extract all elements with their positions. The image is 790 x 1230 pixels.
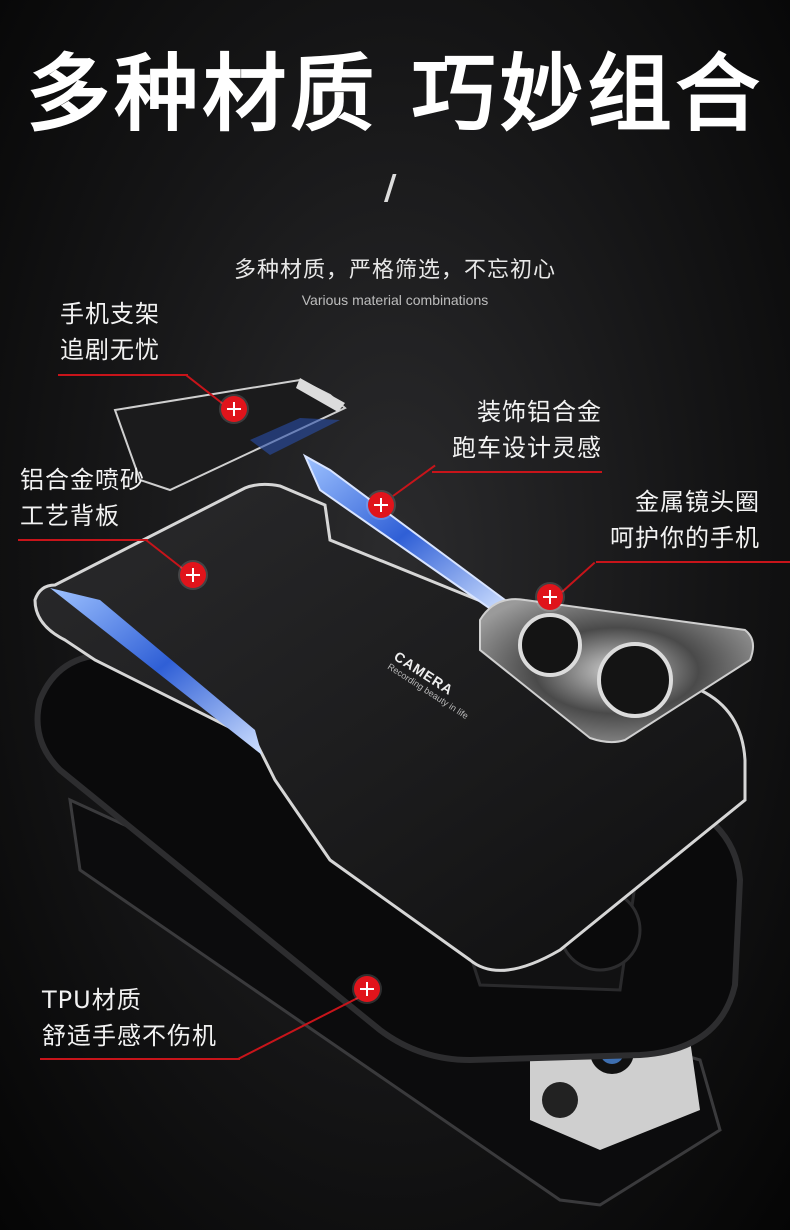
callout-lens-ring: 金属镜头圈 呵护你的手机 xyxy=(580,484,760,556)
callout-tpu-line1: TPU材质 xyxy=(42,986,142,1014)
callout-trim-marker xyxy=(368,492,394,518)
callout-lens-ring-line2: 呵护你的手机 xyxy=(610,524,760,552)
callout-stand: 手机支架 追剧无忧 xyxy=(60,296,160,368)
callout-stand-marker xyxy=(221,396,247,422)
callout-lens-ring-marker xyxy=(537,584,563,610)
callout-trim-line xyxy=(432,471,602,473)
callout-back-marker xyxy=(180,562,206,588)
subtitle-english: Various material combinations xyxy=(301,292,489,308)
callout-tpu: TPU材质 舒适手感不伤机 xyxy=(42,982,217,1054)
page-title: 多种材质 巧妙组合 xyxy=(26,45,764,143)
callout-tpu-line xyxy=(40,1058,240,1060)
phone-stand xyxy=(113,378,347,492)
callout-trim-line2: 跑车设计灵感 xyxy=(452,434,602,462)
callout-back-line2: 工艺背板 xyxy=(20,502,120,530)
callout-back-line xyxy=(18,539,148,541)
callout-lens-ring-line xyxy=(596,561,790,563)
metal-lens-ring xyxy=(479,598,755,744)
callout-stand-line2: 追剧无忧 xyxy=(60,336,160,364)
callout-tpu-marker xyxy=(354,976,380,1002)
callout-stand-line1: 手机支架 xyxy=(60,300,160,328)
callout-stand-line xyxy=(58,374,188,376)
subtitle-chinese: 多种材质，严格筛选，不忘初心 xyxy=(233,258,556,283)
callout-trim-line1: 装饰铝合金 xyxy=(477,398,602,426)
callout-tpu-line2: 舒适手感不伤机 xyxy=(42,1022,217,1050)
callout-trim: 装饰铝合金 跑车设计灵感 xyxy=(420,394,602,466)
callout-back: 铝合金喷砂 工艺背板 xyxy=(20,462,145,534)
aluminium-back-plate xyxy=(33,482,747,972)
callout-lens-ring-line1: 金属镜头圈 xyxy=(635,488,760,516)
title-divider: / xyxy=(384,168,397,208)
callout-back-line1: 铝合金喷砂 xyxy=(20,466,145,494)
